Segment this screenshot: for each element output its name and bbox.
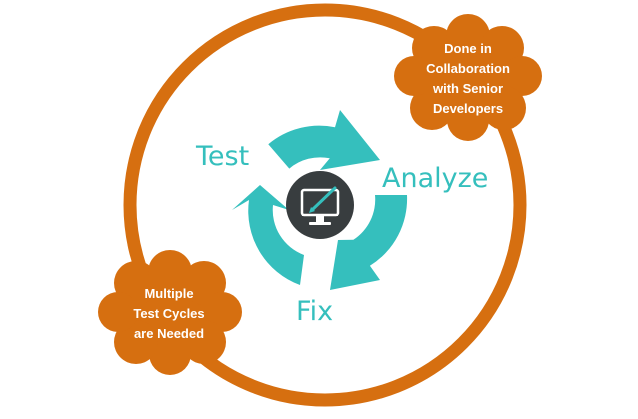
collaboration-note-line: Developers [432,101,504,116]
arrow-analyze-to-fix [330,195,408,290]
collaboration-note-line: with Senior [432,81,504,96]
arrow-fix-to-test [232,185,304,285]
collaboration-note-line: Collaboration [426,61,510,76]
collaboration-note-line: Done in [444,41,492,56]
step-label-analyze: Analyze [382,163,489,194]
step-label-test: Test [196,141,250,172]
collaboration-note: Done in Collaboration with Senior Develo… [405,39,531,119]
test-cycles-note-line: Multiple [144,286,194,301]
outer-ring [123,3,527,407]
test-cycles-note-line: are Needed [133,326,205,341]
arrow-test-to-analyze [268,110,380,170]
computer-monitor-pen-icon [286,171,354,239]
step-label-fix: Fix [296,296,334,327]
collaboration-cloud [394,14,542,141]
test-cycles-cloud [98,250,242,375]
test-cycles-note: Multiple Test Cycles are Needed [106,284,232,344]
test-cycles-note-line: Test Cycles [133,306,205,321]
cycle-arrows [232,110,408,290]
